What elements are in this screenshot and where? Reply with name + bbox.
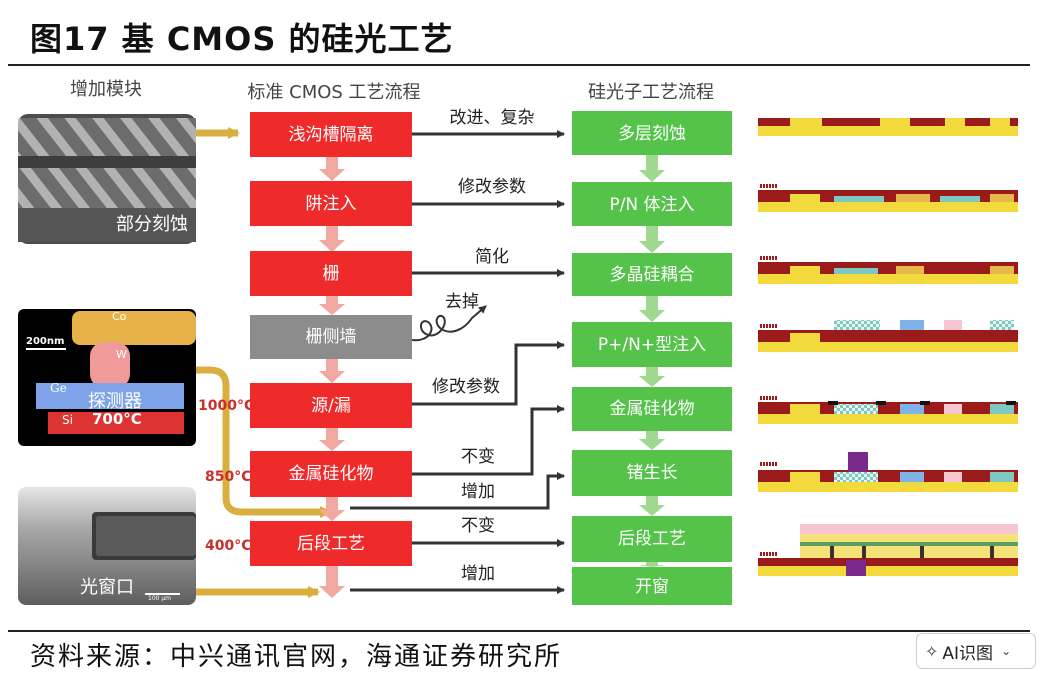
photonic-step-3: 多晶硅耦合 <box>572 253 732 296</box>
detector-label: 探测器 <box>88 391 142 412</box>
photonic-step-8: 开窗 <box>572 567 732 605</box>
header-modules: 增加模块 <box>70 79 142 100</box>
window-sem-image: 光窗口 100 μm <box>18 487 196 605</box>
photonic-step-5: 金属硅化物 <box>572 387 732 431</box>
cmos-step-1: 浅沟槽隔离 <box>250 112 412 157</box>
ai-image-recognition-button[interactable]: ✧ AI识图 ⌄ <box>916 633 1036 669</box>
header-cmos-flow: 标准 CMOS 工艺流程 <box>247 82 420 103</box>
connector-label-9: 增加 <box>461 564 495 584</box>
svg-text:锗生长: 锗生长 <box>627 463 678 483</box>
sparkle-icon: ✧ <box>925 641 939 661</box>
cross-section-6 <box>758 452 1018 492</box>
cmos-step-3: 栅 <box>250 251 412 296</box>
svg-text:开窗: 开窗 <box>635 577 669 597</box>
temp-400: 400°C <box>205 538 252 554</box>
temp-850: 850°C <box>205 469 252 485</box>
svg-text:阱注入: 阱注入 <box>306 194 357 214</box>
svg-text:后段工艺: 后段工艺 <box>618 529 686 549</box>
svg-text:P/N 体注入: P/N 体注入 <box>609 195 694 215</box>
header-photonic-flow: 硅光子工艺流程 <box>588 82 714 103</box>
cross-section-3 <box>758 256 1018 284</box>
cmos-step-7: 后段工艺 <box>250 521 412 566</box>
svg-text:多晶硅耦合: 多晶硅耦合 <box>610 265 695 285</box>
connector-label-4: 去掉 <box>445 292 479 312</box>
cmos-step-5: 源/漏 <box>250 383 412 428</box>
cross-section-7 <box>758 524 1018 576</box>
co-label: Co <box>112 310 127 323</box>
scale-200nm: 200nm <box>26 336 64 347</box>
module-arrows <box>196 127 332 598</box>
bottom-rule <box>8 630 1030 632</box>
cmos-step-4-removed: 栅侧墙 <box>250 315 412 359</box>
w-label: W <box>116 348 127 361</box>
photonic-step-4: P+/N+型注入 <box>572 322 732 367</box>
svg-text:多层刻蚀: 多层刻蚀 <box>618 124 686 144</box>
removal-curl <box>411 305 487 342</box>
chevron-down-icon: ⌄ <box>1001 644 1012 658</box>
cross-section-2 <box>758 184 1018 212</box>
connector-label-5: 修改参数 <box>432 377 500 397</box>
svg-text:金属硅化物: 金属硅化物 <box>289 464 374 484</box>
svg-text:栅: 栅 <box>323 264 340 284</box>
figure-title: 图17 基 CMOS 的硅光工艺 <box>30 20 454 58</box>
svg-text:P+/N+型注入: P+/N+型注入 <box>598 335 706 355</box>
connector-label-2: 修改参数 <box>458 177 526 197</box>
window-image-label: 光窗口 <box>80 577 134 598</box>
cmos-step-2: 阱注入 <box>250 181 412 226</box>
connector-label-1: 改进、复杂 <box>450 108 535 128</box>
top-rule <box>8 64 1030 66</box>
detector-image: Co W Ge 探测器 Si 700°C 200nm <box>18 309 196 446</box>
si-label: Si <box>62 413 73 427</box>
photonic-step-6: 锗生长 <box>572 450 732 496</box>
cross-section-4 <box>758 320 1018 352</box>
etch-sem-image: 部分刻蚀 <box>18 114 196 244</box>
cmos-step-6: 金属硅化物 <box>250 451 412 497</box>
connector-label-6: 不变 <box>461 447 495 467</box>
photonic-down-arrows <box>639 155 665 567</box>
connector-label-8: 不变 <box>461 516 495 536</box>
detector-temp-label: 700°C <box>92 410 142 428</box>
cross-section-5 <box>758 396 1018 424</box>
etch-image-label: 部分刻蚀 <box>116 214 188 235</box>
temp-1000: 1000°C <box>198 398 254 414</box>
connector-arrows <box>350 130 565 594</box>
photonic-step-1: 多层刻蚀 <box>572 111 732 155</box>
svg-text:金属硅化物: 金属硅化物 <box>610 399 695 419</box>
photonic-step-2: P/N 体注入 <box>572 182 732 226</box>
svg-text:浅沟槽隔离: 浅沟槽隔离 <box>289 125 374 145</box>
connector-label-7: 增加 <box>461 482 495 502</box>
ge-label: Ge <box>50 381 67 395</box>
cmos-down-arrows <box>319 157 345 598</box>
ai-button-label: AI识图 <box>942 643 994 664</box>
connector-label-3: 简化 <box>475 247 509 267</box>
cross-section-1 <box>758 118 1018 136</box>
photonic-step-7: 后段工艺 <box>572 516 732 562</box>
svg-text:后段工艺: 后段工艺 <box>297 534 365 554</box>
svg-text:源/漏: 源/漏 <box>311 396 351 416</box>
scale-100um: 100 μm <box>148 595 171 602</box>
svg-text:栅侧墙: 栅侧墙 <box>306 327 357 347</box>
source-note: 资料来源：中兴通讯官网，海通证券研究所 <box>30 642 563 672</box>
